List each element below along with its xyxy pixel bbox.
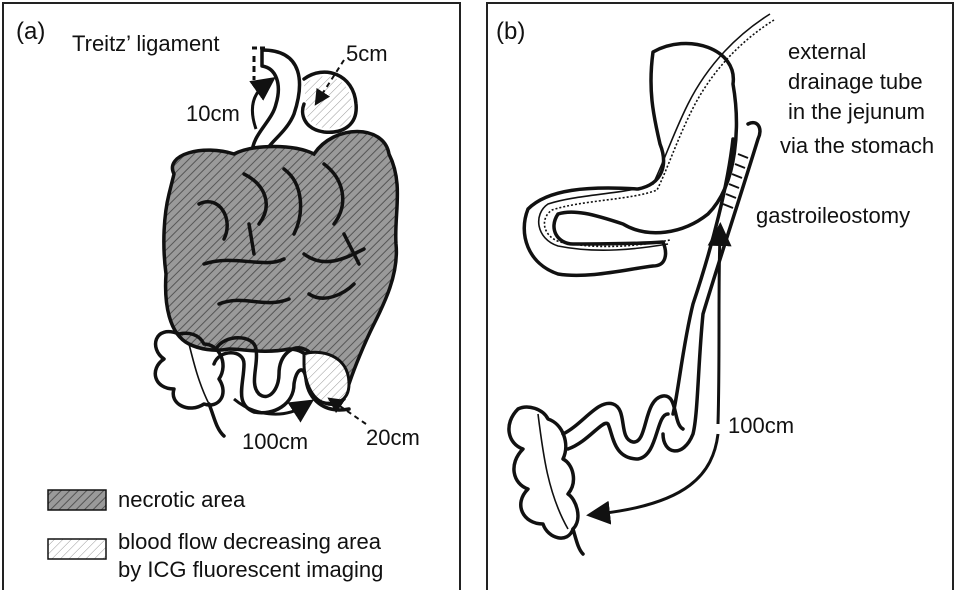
arrow-up-b [718, 234, 720, 424]
tube-label-1: external [788, 40, 866, 64]
gastroileostomy-label: gastroileostomy [756, 204, 910, 228]
necrotic-bowel-mass [164, 132, 398, 395]
tube-label-3: in the jejunum [788, 100, 925, 124]
panel-b: (b) external drainage tube in the jejunu… [486, 2, 954, 590]
tube-label-4: via the stomach [780, 134, 934, 158]
label-100cm: 100cm [242, 430, 308, 454]
label-5cm: 5cm [346, 42, 388, 66]
leader-20cm [334, 402, 366, 424]
appendix-b [573, 529, 583, 554]
ileal-limb-inner [673, 139, 733, 414]
panel-b-letter: (b) [496, 20, 525, 44]
colon-taenia [189, 344, 209, 404]
panel-a: (a) Treitz’ ligament 5cm 10cm 100cm 20cm… [2, 2, 461, 590]
jejunum-loop [252, 50, 299, 154]
treitz-label: Treitz’ ligament [72, 32, 220, 56]
necrotic-hatch-swatch [48, 490, 106, 510]
stomach [524, 43, 736, 275]
tube-label-2: drainage tube [788, 70, 923, 94]
panel-a-letter: (a) [16, 20, 45, 44]
ileal-loops [563, 396, 683, 442]
ileal-limb [663, 123, 760, 451]
length-label-b: 100cm [728, 414, 794, 438]
label-10cm: 10cm [186, 102, 240, 126]
arrow-10cm [252, 84, 266, 129]
ischemic-hatch-swatch [48, 539, 106, 559]
colon [509, 407, 578, 538]
treitz-ligament-mark [252, 48, 266, 80]
legend-ischemic-line1: blood flow decreasing area [118, 530, 381, 554]
legend-necrotic: necrotic area [118, 488, 245, 512]
appendix [209, 404, 224, 436]
label-20cm: 20cm [366, 426, 420, 450]
legend-ischemic-line2: by ICG fluorescent imaging [118, 558, 383, 582]
